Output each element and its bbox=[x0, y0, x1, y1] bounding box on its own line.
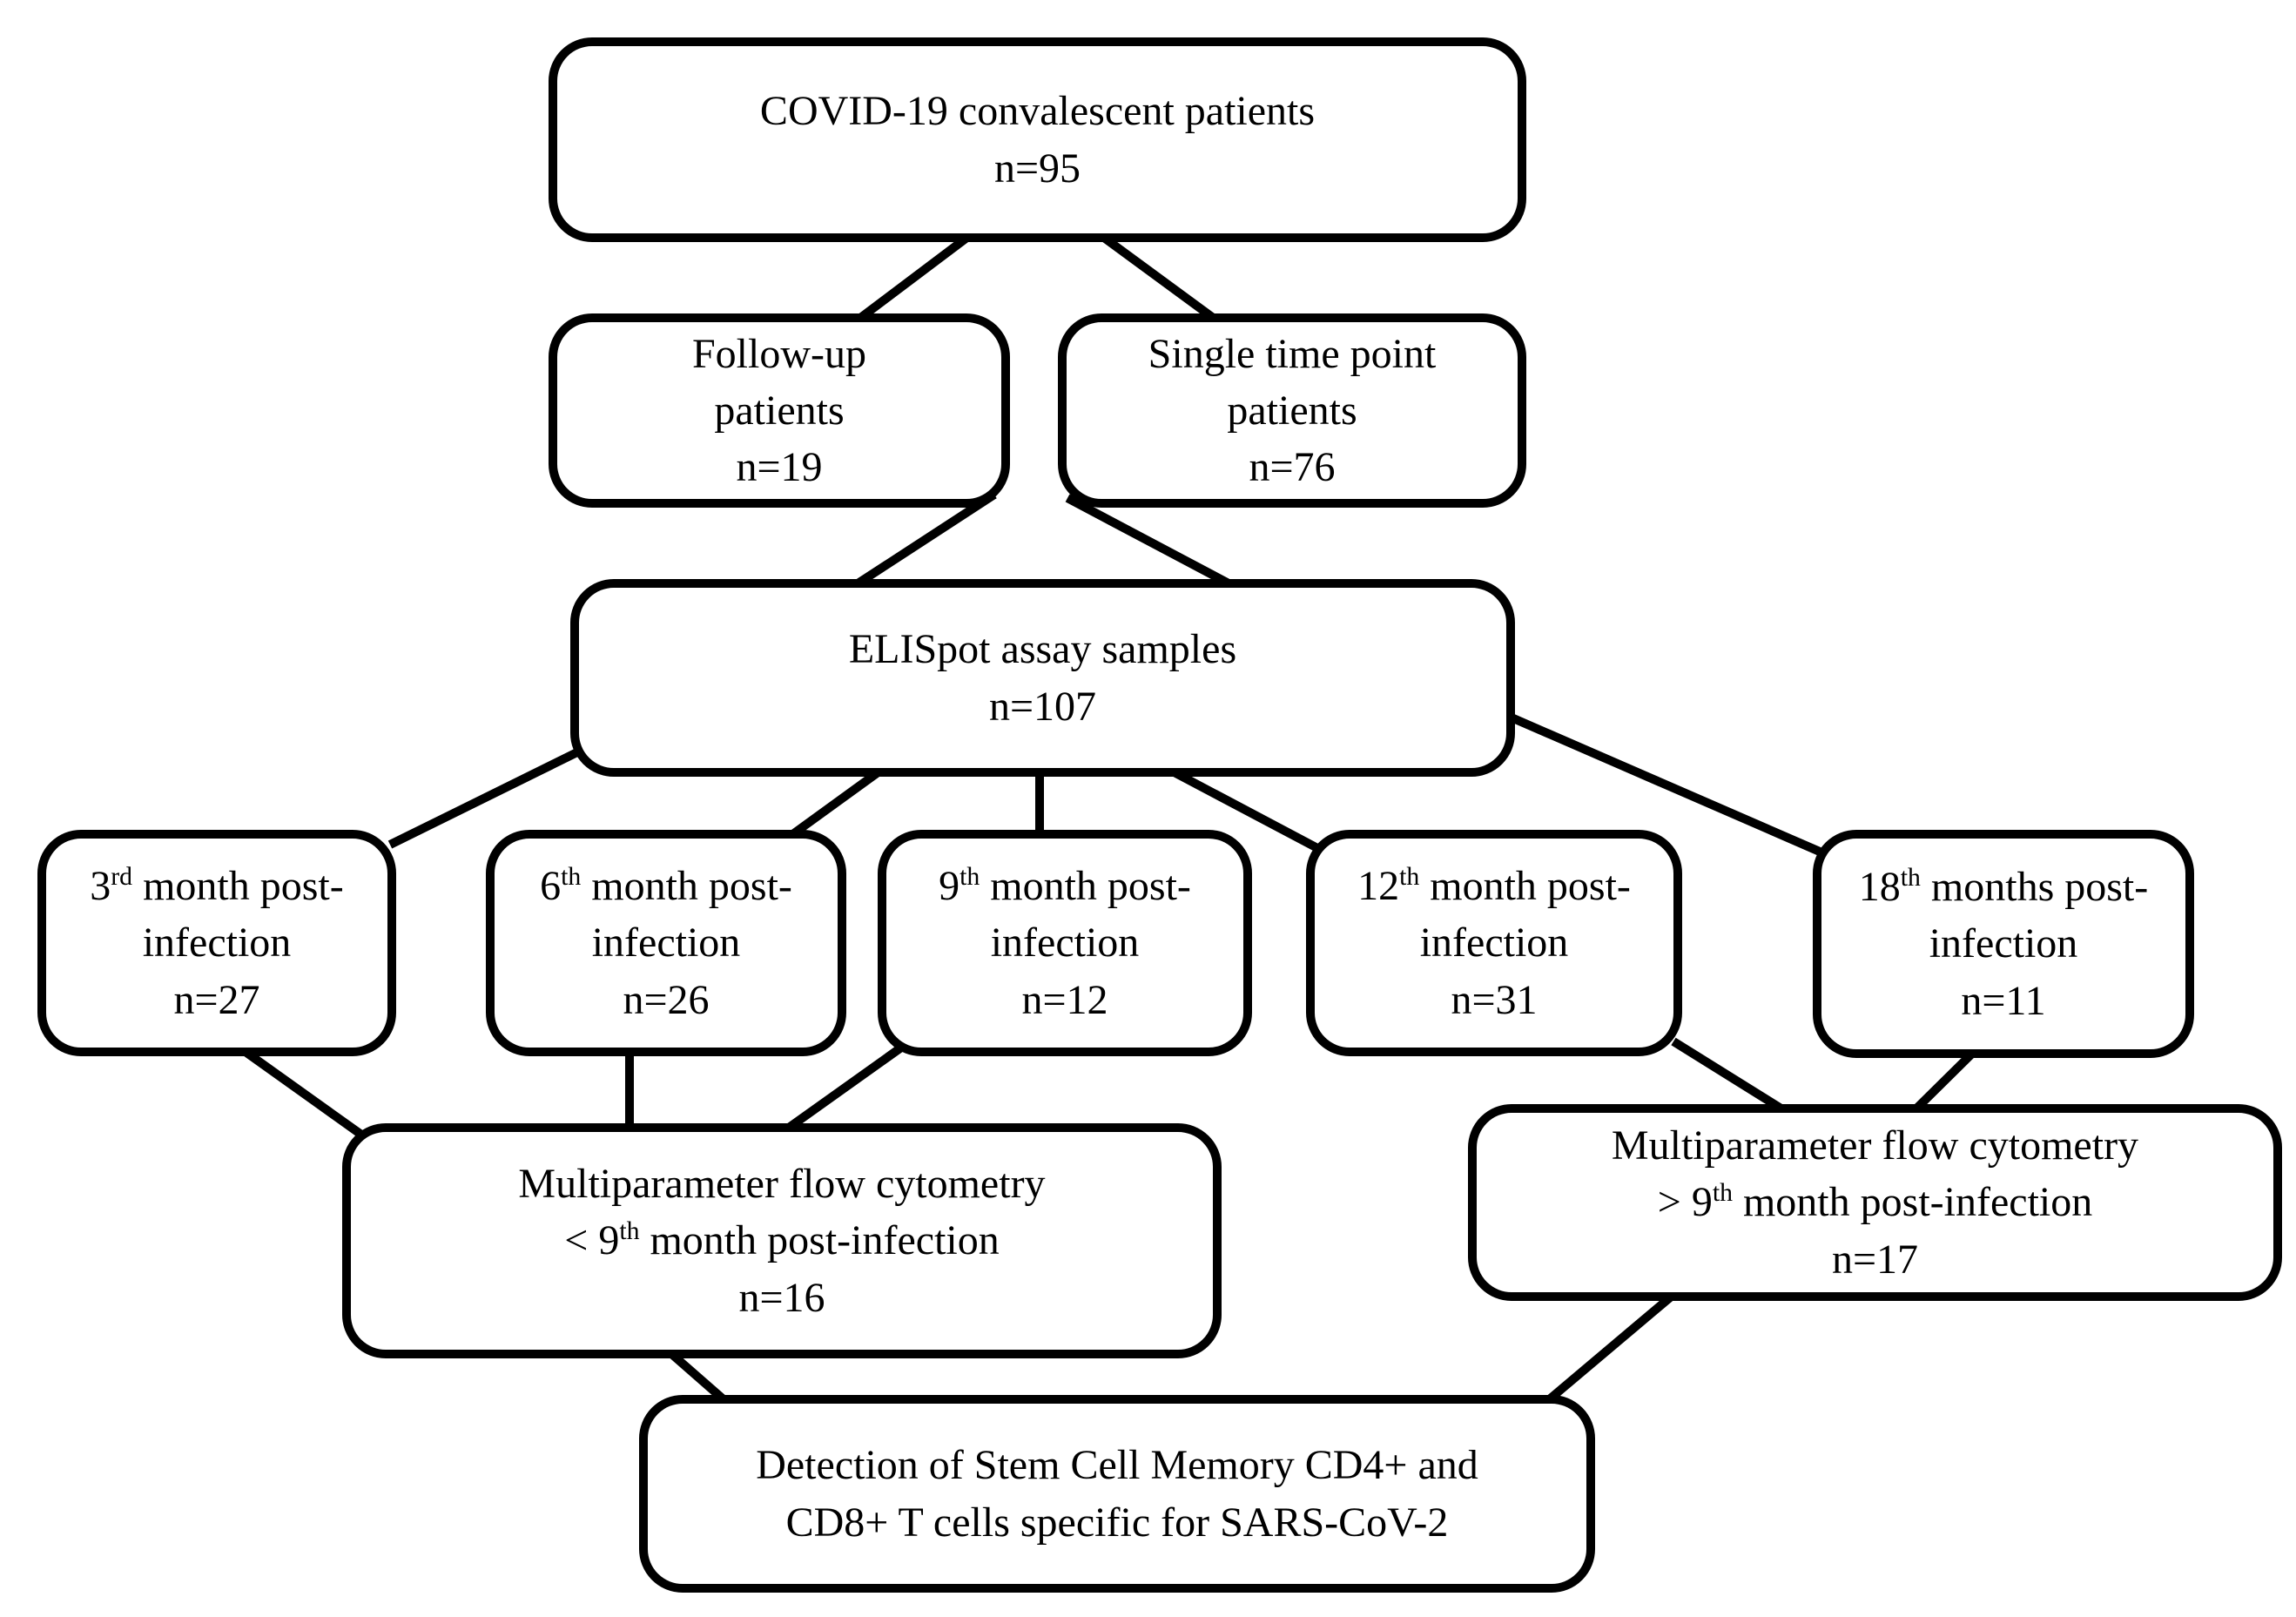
ordinal-number: 9 bbox=[939, 863, 960, 910]
box-month-9-post-infection: 9th month post- infection n=12 bbox=[878, 830, 1252, 1056]
box-text-line: infection bbox=[591, 920, 741, 967]
box-text-line: Detection of Stem Cell Memory CD4+ and bbox=[756, 1442, 1478, 1489]
box-count: n=12 bbox=[1021, 976, 1108, 1023]
box-text-line: CD8+ T cells specific for SARS-CoV-2 bbox=[785, 1499, 1449, 1546]
box-text-line: infection bbox=[1419, 920, 1569, 967]
box-month-18-post-infection: 18th months post- infection n=11 bbox=[1813, 830, 2194, 1058]
box-count: n=19 bbox=[736, 444, 823, 491]
box-text-line: infection bbox=[1929, 920, 2078, 967]
ordinal-number: 12 bbox=[1357, 863, 1400, 910]
line-text: month post- bbox=[980, 863, 1191, 910]
box-text-line: 18th months post- bbox=[1859, 859, 2149, 915]
box-text-line: COVID-19 convalescent patients bbox=[759, 88, 1316, 135]
connector-patients-single bbox=[1088, 224, 1228, 331]
connector-patients-followup bbox=[845, 225, 983, 330]
line-text: > 9 bbox=[1657, 1179, 1713, 1226]
ordinal-suffix: th bbox=[619, 1216, 640, 1246]
box-month-6-post-infection: 6th month post- infection n=26 bbox=[486, 830, 846, 1056]
box-elispot-assay-samples: ELISpot assay samples n=107 bbox=[570, 579, 1515, 777]
box-count: n=26 bbox=[623, 976, 710, 1023]
box-text-line: 3rd month post- bbox=[90, 858, 343, 914]
connector-month12-flowgt bbox=[1671, 1037, 1796, 1121]
box-text-line: Single time point bbox=[1148, 330, 1437, 377]
connector-month9-flowlt bbox=[774, 1039, 910, 1141]
box-count: n=27 bbox=[173, 976, 260, 1023]
box-count: n=16 bbox=[738, 1274, 825, 1321]
connector-month3-flowlt bbox=[231, 1039, 370, 1143]
box-text-line: Follow-up bbox=[691, 330, 866, 377]
connector-elispot-month18 bbox=[1498, 708, 1821, 856]
line-text: month post- bbox=[581, 863, 792, 910]
connector-elispot-month3 bbox=[387, 743, 590, 849]
box-text-line: > 9th month post-infection bbox=[1658, 1174, 2093, 1230]
box-text-line: Multiparameter flow cytometry bbox=[1611, 1122, 2139, 1169]
box-text-line: 9th month post- bbox=[939, 858, 1191, 914]
box-text-line: infection bbox=[142, 920, 292, 967]
box-month-12-post-infection: 12th month post- infection n=31 bbox=[1306, 830, 1682, 1056]
box-covid-convalescent-patients: COVID-19 convalescent patients n=95 bbox=[549, 37, 1526, 242]
box-text-line: 12th month post- bbox=[1357, 858, 1631, 914]
ordinal-suffix: th bbox=[959, 862, 980, 892]
ordinal-suffix: th bbox=[1399, 862, 1420, 892]
ordinal-suffix: th bbox=[1712, 1178, 1733, 1208]
box-count: n=11 bbox=[1961, 977, 2046, 1024]
connector-followup-elispot bbox=[842, 490, 997, 596]
line-text: month post-infection bbox=[1732, 1179, 2093, 1226]
box-text-line: < 9th month post-infection bbox=[564, 1212, 1000, 1269]
ordinal-number: 6 bbox=[540, 863, 562, 910]
box-text-line: patients bbox=[1227, 387, 1357, 434]
connector-single-elispot bbox=[1065, 494, 1248, 596]
box-flow-cytometry-after-9th-month: Multiparameter flow cytometry > 9th mont… bbox=[1468, 1104, 2282, 1301]
ordinal-suffix: th bbox=[1900, 863, 1921, 893]
ordinal-suffix: rd bbox=[111, 862, 133, 892]
box-text-line: infection bbox=[990, 920, 1140, 967]
line-text: month post- bbox=[1419, 863, 1631, 910]
ordinal-number: 3 bbox=[90, 863, 111, 910]
box-count: n=76 bbox=[1249, 444, 1336, 491]
box-text-line: patients bbox=[714, 387, 845, 434]
box-month-3-post-infection: 3rd month post- infection n=27 bbox=[37, 830, 396, 1056]
box-count: n=31 bbox=[1451, 976, 1538, 1023]
line-text: month post- bbox=[132, 863, 344, 910]
box-text-line: Multiparameter flow cytometry bbox=[518, 1161, 1046, 1208]
box-followup-patients: Follow-up patients n=19 bbox=[549, 313, 1010, 508]
line-text: < 9 bbox=[564, 1217, 620, 1264]
box-flow-cytometry-before-9th-month: Multiparameter flow cytometry < 9th mont… bbox=[342, 1123, 1222, 1358]
box-count: n=95 bbox=[993, 145, 1081, 192]
connector-flowgt-detection bbox=[1538, 1285, 1684, 1410]
box-single-time-point-patients: Single time point patients n=76 bbox=[1058, 313, 1526, 508]
box-text-line: ELISpot assay samples bbox=[848, 626, 1237, 673]
line-text: months post- bbox=[1920, 864, 2149, 911]
box-text-line: 6th month post- bbox=[540, 858, 792, 914]
box-detection-stem-cell-memory: Detection of Stem Cell Memory CD4+ and C… bbox=[639, 1395, 1595, 1593]
box-count: n=17 bbox=[1831, 1236, 1919, 1283]
ordinal-number: 18 bbox=[1858, 864, 1901, 911]
ordinal-suffix: th bbox=[561, 862, 582, 892]
line-text: month post-infection bbox=[639, 1217, 1000, 1264]
box-count: n=107 bbox=[988, 683, 1097, 730]
